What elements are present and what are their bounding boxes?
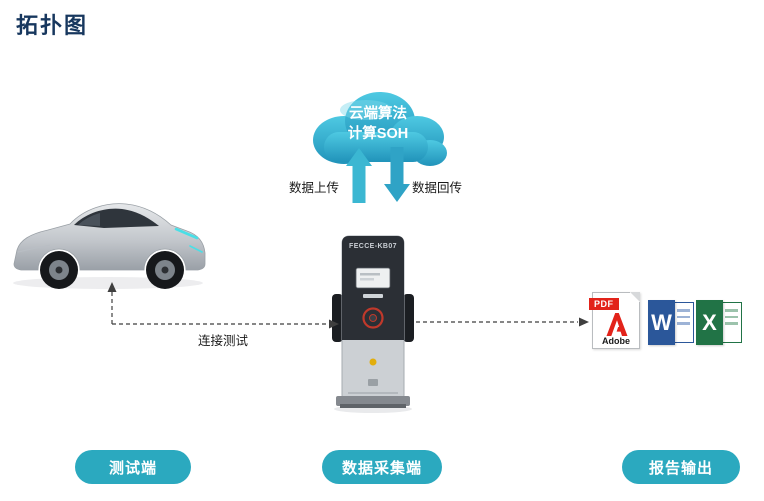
pdf-page: PDF Adobe (589, 292, 640, 349)
download-arrow-icon (384, 147, 410, 202)
pdf-file-icon: PDF Adobe (589, 292, 640, 349)
charging-station-icon (332, 235, 414, 413)
station-brand: FECCE-KB07 (349, 243, 397, 250)
connector-car-to-station (107, 282, 339, 329)
cloud-label: 云端算法 计算SOH (300, 104, 456, 144)
page-title: 拓扑图 (16, 13, 89, 38)
node-label-text: 数据采集端 (341, 459, 422, 477)
upload-label: 数据上传 (289, 181, 340, 195)
page-fold-corner (630, 292, 640, 302)
word-file-icon: W (648, 300, 694, 345)
node-label-report-output: 报告输出 (622, 450, 740, 484)
excel-tile: X (696, 300, 723, 345)
return-label: 数据回传 (412, 181, 463, 195)
connector-station-to-reports (416, 317, 589, 327)
charging-station-image: FECCE-KB07 (330, 232, 416, 414)
connect-test-label: 连接测试 (198, 334, 249, 348)
word-tile: W (648, 300, 675, 345)
adobe-logo-icon (606, 313, 628, 336)
arrowhead-right-icon (329, 319, 339, 329)
word-letter: W (651, 309, 672, 335)
pdf-label: PDF (589, 298, 619, 310)
node-label-data-collection-end: 数据采集端 (322, 450, 442, 484)
arrowhead-right-icon (579, 317, 589, 327)
node-label-text: 报告输出 (648, 459, 713, 477)
excel-file-icon: X (696, 300, 742, 345)
arrowhead-up-icon (107, 282, 117, 292)
cloud-text-line1: 云端算法 (349, 106, 407, 122)
node-label-test-end: 测试端 (75, 450, 191, 484)
data-transfer-arrows (346, 147, 410, 203)
excel-letter: X (702, 309, 717, 335)
ev-car-image (13, 203, 206, 289)
node-label-text: 测试端 (108, 459, 157, 477)
upload-arrow-icon (346, 148, 372, 203)
cloud-text-line2: 计算SOH (347, 126, 409, 142)
pdf-brand-label: Adobe (602, 336, 630, 346)
